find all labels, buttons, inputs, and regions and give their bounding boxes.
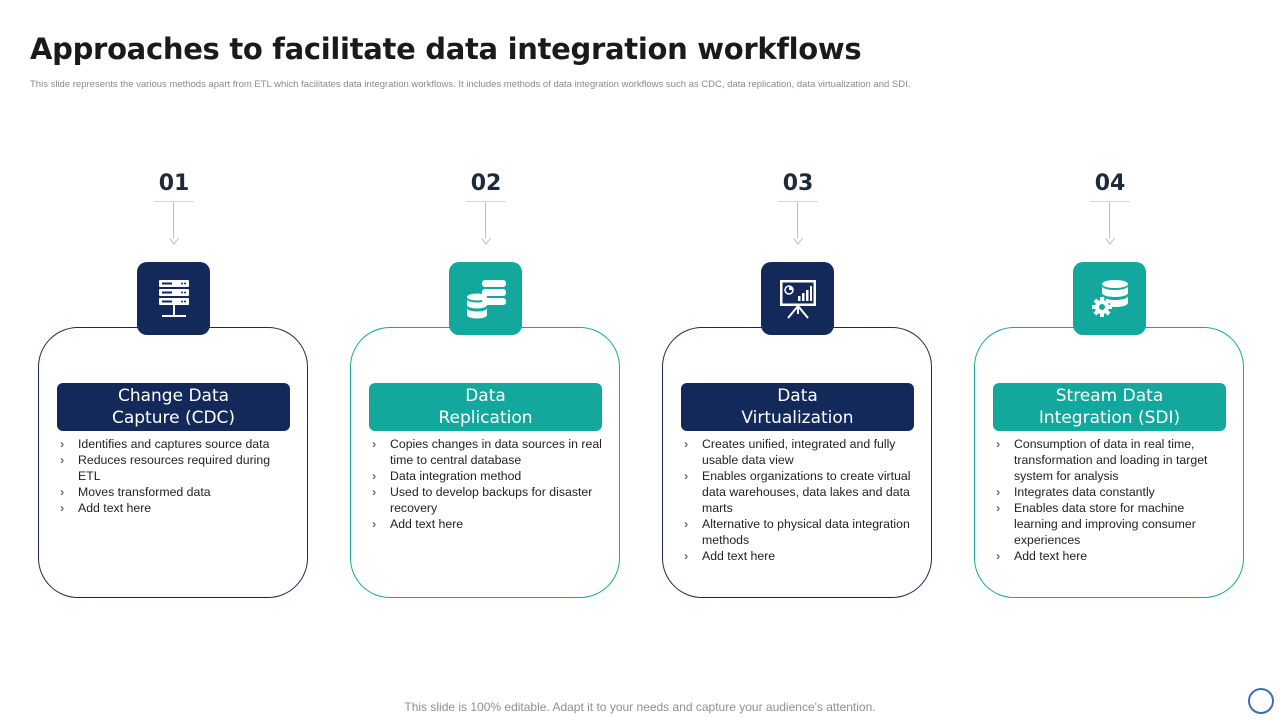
list-item: Add text here [994,548,1230,564]
connector-line [173,202,174,240]
list-item: Add text here [58,500,294,516]
list-item: Creates unified, integrated and fully us… [682,436,918,468]
connector-line [797,202,798,240]
number-underline [1090,201,1130,202]
database-gear-icon [1073,262,1146,335]
approach-cdc: 01 Change Data Capture (CDC) Identifies … [38,0,310,720]
list-item: Copies changes in data sources in real t… [370,436,606,468]
list-item: Add text here [682,548,918,564]
page-subtitle: This slide represents the various method… [30,79,911,90]
page-title: Approaches to facilitate data integratio… [30,32,862,66]
approach-label: Data Virtualization [681,383,914,431]
arrow-down-icon [169,238,179,245]
arrow-down-icon [1105,238,1115,245]
footer-note: This slide is 100% editable. Adapt it to… [404,700,876,714]
list-item: Identifies and captures source data [58,436,294,452]
step-number: 03 [782,171,814,196]
presentation-board-icon [761,262,834,335]
list-item: Alternative to physical data integration… [682,516,918,548]
list-item: Add text here [370,516,606,532]
list-item: Reduces resources required during ETL [58,452,294,484]
approach-label: Stream Data Integration (SDI) [993,383,1226,431]
number-underline [466,201,506,202]
list-item: Integrates data constantly [994,484,1230,500]
bullet-list: Consumption of data in real time, transf… [994,436,1230,564]
approach-label: Change Data Capture (CDC) [57,383,290,431]
bullet-list: Creates unified, integrated and fully us… [682,436,918,564]
connector-line [485,202,486,240]
circle-icon [1248,688,1274,714]
connector-line [1109,202,1110,240]
list-item: Used to develop backups for disaster rec… [370,484,606,516]
step-number: 04 [1094,171,1126,196]
number-underline [778,201,818,202]
bullet-list: Copies changes in data sources in real t… [370,436,606,532]
approach-virtualization: 03 Data Virtualization Creates unified, … [662,0,934,720]
list-item: Enables organizations to create virtual … [682,468,918,516]
list-item: Consumption of data in real time, transf… [994,436,1230,484]
approach-sdi: 04 Stream Data Integration [974,0,1246,720]
server-rack-icon [137,262,210,335]
list-item: Data integration method [370,468,606,484]
list-item: Moves transformed data [58,484,294,500]
list-item: Enables data store for machine learning … [994,500,1230,548]
database-stack-icon [449,262,522,335]
approach-label: Data Replication [369,383,602,431]
number-underline [154,201,194,202]
step-number: 01 [158,171,190,196]
bullet-list: Identifies and captures source data Redu… [58,436,294,516]
arrow-down-icon [793,238,803,245]
approach-replication: 02 Data Replication Copies changes in da… [350,0,622,720]
step-number: 02 [470,171,502,196]
arrow-down-icon [481,238,491,245]
